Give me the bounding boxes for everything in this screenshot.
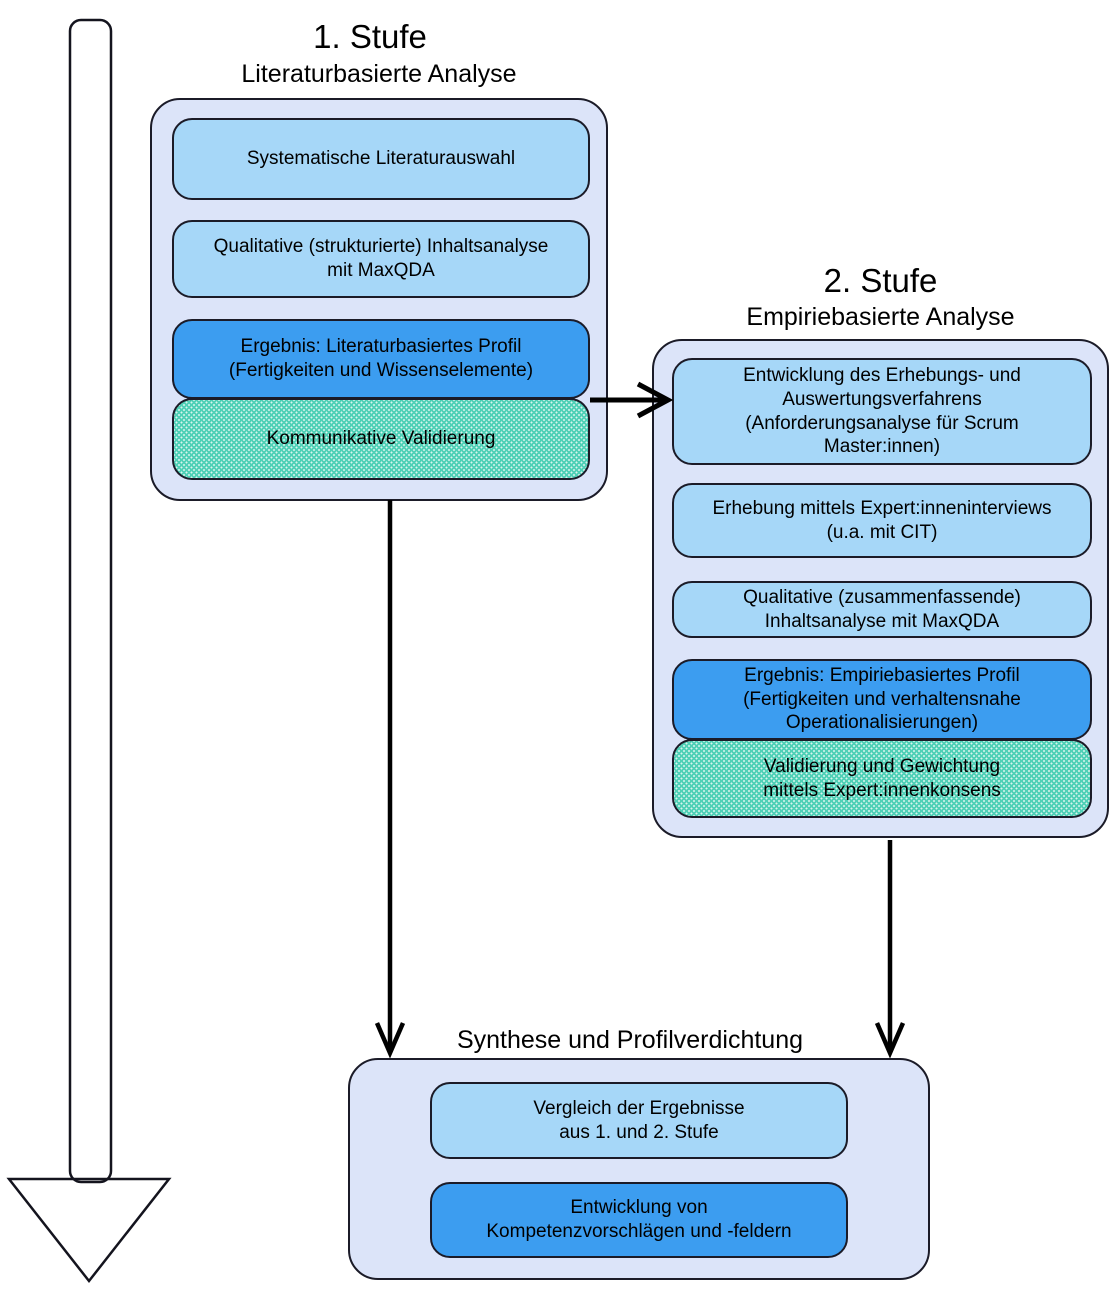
stage2-result-profil: Ergebnis: Empiriebasiertes Profil (Ferti… [672,659,1092,740]
stage1-step-literaturauswahl: Systematische Literaturauswahl [172,118,590,200]
stage1-validation: Kommunikative Validierung [172,398,590,480]
synthesis-result-kompetenzen: Entwicklung von Kompetenzvorschlägen und… [430,1182,848,1258]
stage2-title: 2. Stufe [823,262,938,299]
connector-stage2-to-synthesis [874,840,906,1059]
connector-stage1-to-synthesis [374,500,406,1059]
stage2-step-inhaltsanalyse: Qualitative (zusammenfassende) Inhaltsan… [672,581,1092,638]
process-timeline-arrow [6,18,172,1284]
synthesis-step-vergleich: Vergleich der Ergebnisse aus 1. und 2. S… [430,1082,848,1159]
stage1-result-profil: Ergebnis: Literaturbasiertes Profil (Fer… [172,319,590,399]
down-arrowhead-icon [874,1022,906,1059]
stage1-step-inhaltsanalyse: Qualitative (strukturierte) Inhaltsanaly… [172,220,590,298]
synthesis-title: Synthese und Profilverdichtung [456,1026,804,1054]
timeline-arrowhead-icon [6,1177,172,1284]
stage2-subtitle: Empiriebasierte Analyse [746,303,1015,331]
stage2-step-erhebung-interviews: Erhebung mittels Expert:inneninterviews … [672,483,1092,558]
stage1-subtitle: Literaturbasierte Analyse [241,60,517,88]
stage1-title: 1. Stufe [313,18,427,55]
stage2-step-entwicklung-verfahren: Entwicklung des Erhebungs- und Auswertun… [672,358,1092,465]
stage2-validation: Validierung und Gewichtung mittels Exper… [672,739,1092,818]
timeline-arrow-shaft [68,18,113,1184]
